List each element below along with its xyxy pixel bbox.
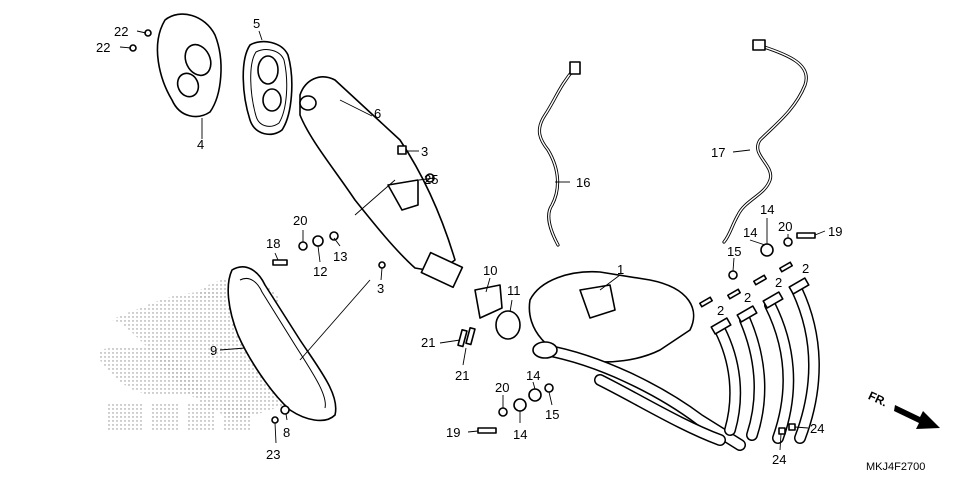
diagram-code: MKJ4F2700 [866,461,925,473]
callout-label: 22 [96,40,110,55]
callout-label: 3 [377,281,384,296]
oxygen-sensor-16 [537,61,581,247]
rubber-11 [495,310,521,340]
callout-label: 25 [424,172,438,187]
callout-label: 9 [210,343,217,358]
callout-label: 14 [760,202,774,217]
callout-label: 15 [545,407,559,422]
callout-label: 14 [513,427,527,442]
front-arrow-icon [894,405,940,429]
callout-label: 2 [802,261,809,276]
callout-label: 14 [526,368,540,383]
callout-label: 2 [744,290,751,305]
callout-label: 5 [253,16,260,31]
callout-label: 15 [727,244,741,259]
callout-labels: 1 2 2 2 2 3 3 4 5 6 8 9 10 11 12 13 14 1… [96,16,842,467]
callout-label: 18 [266,236,280,251]
front-direction-marker: FR. [866,389,940,429]
heat-shield [227,266,337,422]
callout-label: 12 [313,264,327,279]
callout-label: 4 [197,137,204,152]
callout-label: 13 [333,249,347,264]
callout-label: 2 [717,303,724,318]
callout-label: 20 [495,380,509,395]
callout-label: 3 [421,144,428,159]
bracket-10 [474,284,503,319]
callout-label: 19 [828,224,842,239]
callout-label: 20 [778,219,792,234]
fasteners [129,29,816,435]
callout-label: 22 [114,24,128,39]
exhaust-header-assembly [528,270,820,451]
callout-label: 11 [507,283,521,298]
front-label: FR. [866,389,889,410]
callout-label: 19 [446,425,460,440]
callout-label: 23 [266,447,280,462]
callout-label: 6 [374,106,381,121]
callout-label: 10 [483,263,497,278]
callout-label: 17 [711,145,725,160]
callout-label: 8 [283,425,290,440]
callout-label: 24 [810,421,824,436]
callout-label: 24 [772,452,786,467]
callout-label: 2 [775,275,782,290]
callout-label: 21 [421,335,435,350]
muffler-end-cover [156,13,222,118]
callout-label: 1 [617,262,624,277]
oxygen-sensor-17 [722,39,808,244]
callout-label: 16 [576,175,590,190]
callout-label: 21 [455,368,469,383]
muffler-gasket [242,40,293,136]
leader-lines [119,30,826,451]
muffler-body [299,76,464,289]
callout-label: 20 [293,213,307,228]
callout-label: 14 [743,225,757,240]
